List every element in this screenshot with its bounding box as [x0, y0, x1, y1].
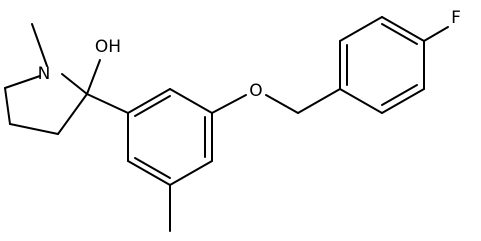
inner-bond-ar5-ar6 [134, 157, 171, 179]
bond-ar4-ar5 [169, 160, 213, 186]
bond-o-ch2 [265, 94, 299, 114]
bond-ar2-ar3 [169, 88, 213, 114]
central-benzene-ring [127, 88, 213, 232]
bond-ar3-o [211, 94, 247, 114]
bond-ar5-ar6 [127, 160, 171, 186]
bond-c4-c3 [9, 123, 59, 135]
atom-label-ether-oxygen: O [249, 81, 262, 101]
bond-fp2-fp3 [339, 16, 383, 42]
pyrrolidine-ring [4, 23, 129, 135]
atom-label-nitrogen: N [38, 64, 51, 84]
bond-fp3-fp4 [381, 16, 425, 42]
inner-bond-ar1-ar2 [134, 95, 171, 117]
inner-bond-fp3-fp4 [381, 23, 418, 45]
bond-fp5-fp6 [381, 88, 425, 114]
bond-c3-c2 [57, 93, 88, 135]
bond-fp6-fp1 [339, 88, 383, 114]
bond-n-methyl [31, 23, 48, 67]
bond-c2-n [61, 73, 88, 95]
bond-fp4-f [423, 26, 449, 42]
bond-ch2-ring [297, 88, 341, 114]
inner-bond-fp5-fp6 [381, 84, 418, 106]
bond-ar1-ar2 [127, 88, 171, 114]
bond-n-c5 [4, 75, 41, 89]
atom-label-hydroxyl: OH [95, 37, 121, 57]
bond-c2-oh [86, 59, 101, 95]
fluorophenyl-ring [339, 16, 449, 114]
bond-c5-c4 [4, 87, 11, 125]
atom-label-fluorine: F [451, 8, 461, 28]
ether-linkage [211, 88, 341, 114]
bond-c2-aryl [86, 93, 129, 114]
